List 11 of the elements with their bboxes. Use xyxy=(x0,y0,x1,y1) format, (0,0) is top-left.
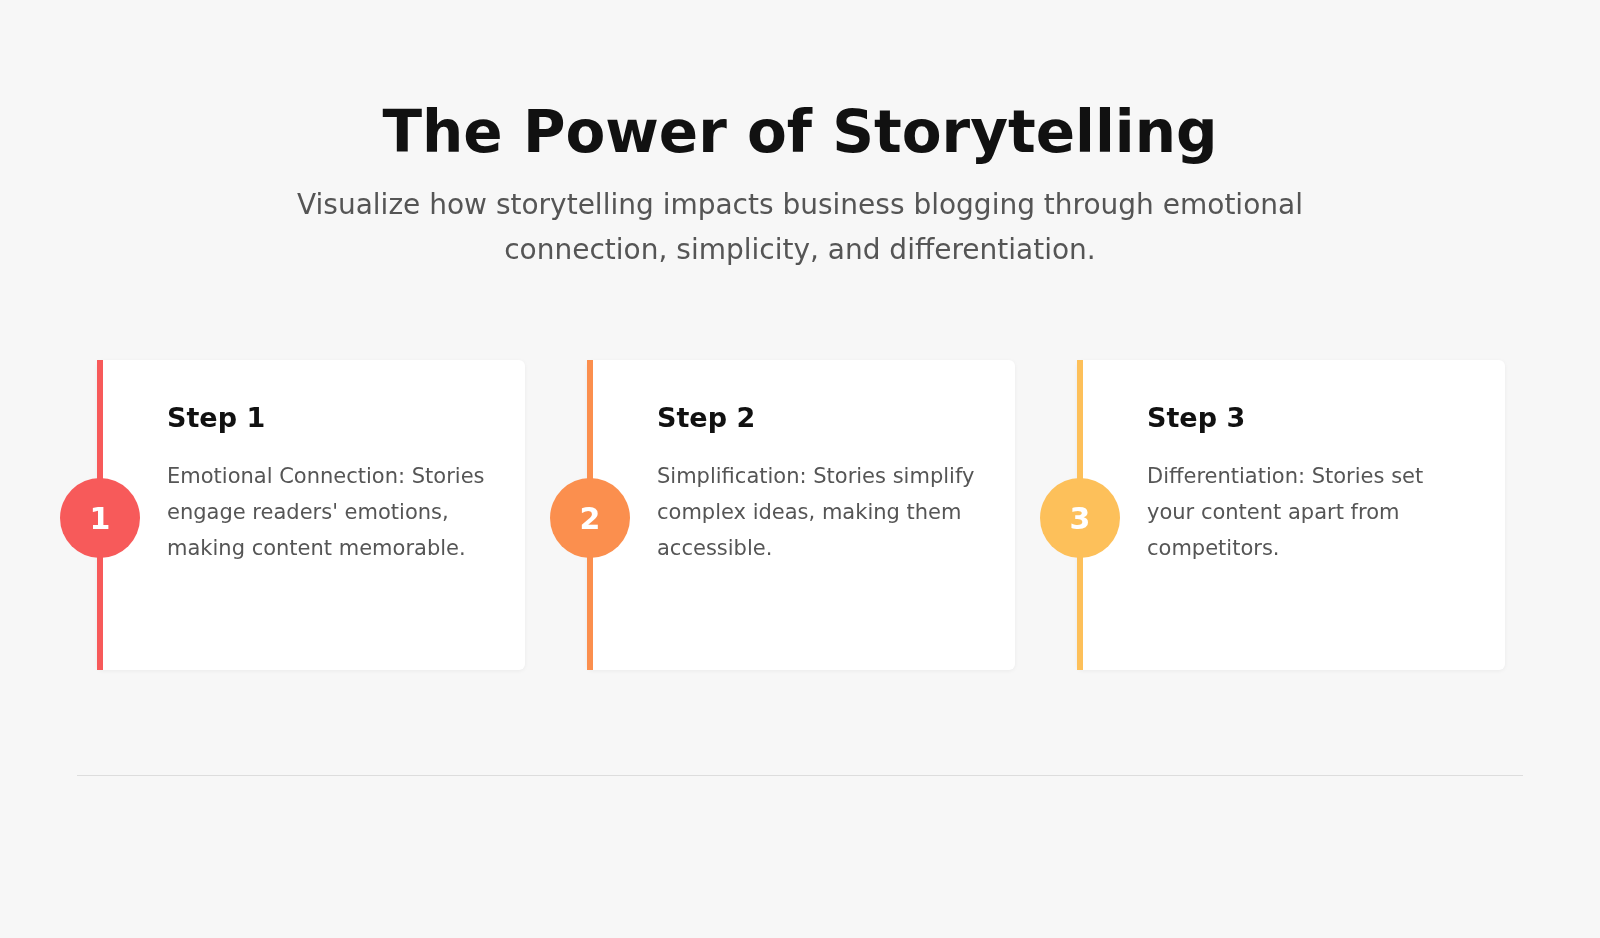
subtitle: Visualize how storytelling impacts business blogging through emotional connection, simplicity, and differentiation. xyxy=(296,187,1304,268)
step-number-circle: 1 xyxy=(60,478,140,558)
step-number-circle: 2 xyxy=(550,478,630,558)
step-number-circle: 3 xyxy=(1040,478,1120,558)
step-heading: Step 2 xyxy=(657,402,756,433)
step-description: Simplification: Stories simplify complex ideas, making them accessible. xyxy=(657,463,976,562)
step-description: Differentiation: Stories set your content apart from competitors. xyxy=(1147,463,1425,562)
step-heading: Step 1 xyxy=(167,402,266,433)
step-heading: Step 3 xyxy=(1147,402,1246,433)
title: The Power of Storytelling xyxy=(381,98,1219,166)
step-description: Emotional Connection: Stories engage readers' emotions, making content memorable. xyxy=(167,463,486,562)
